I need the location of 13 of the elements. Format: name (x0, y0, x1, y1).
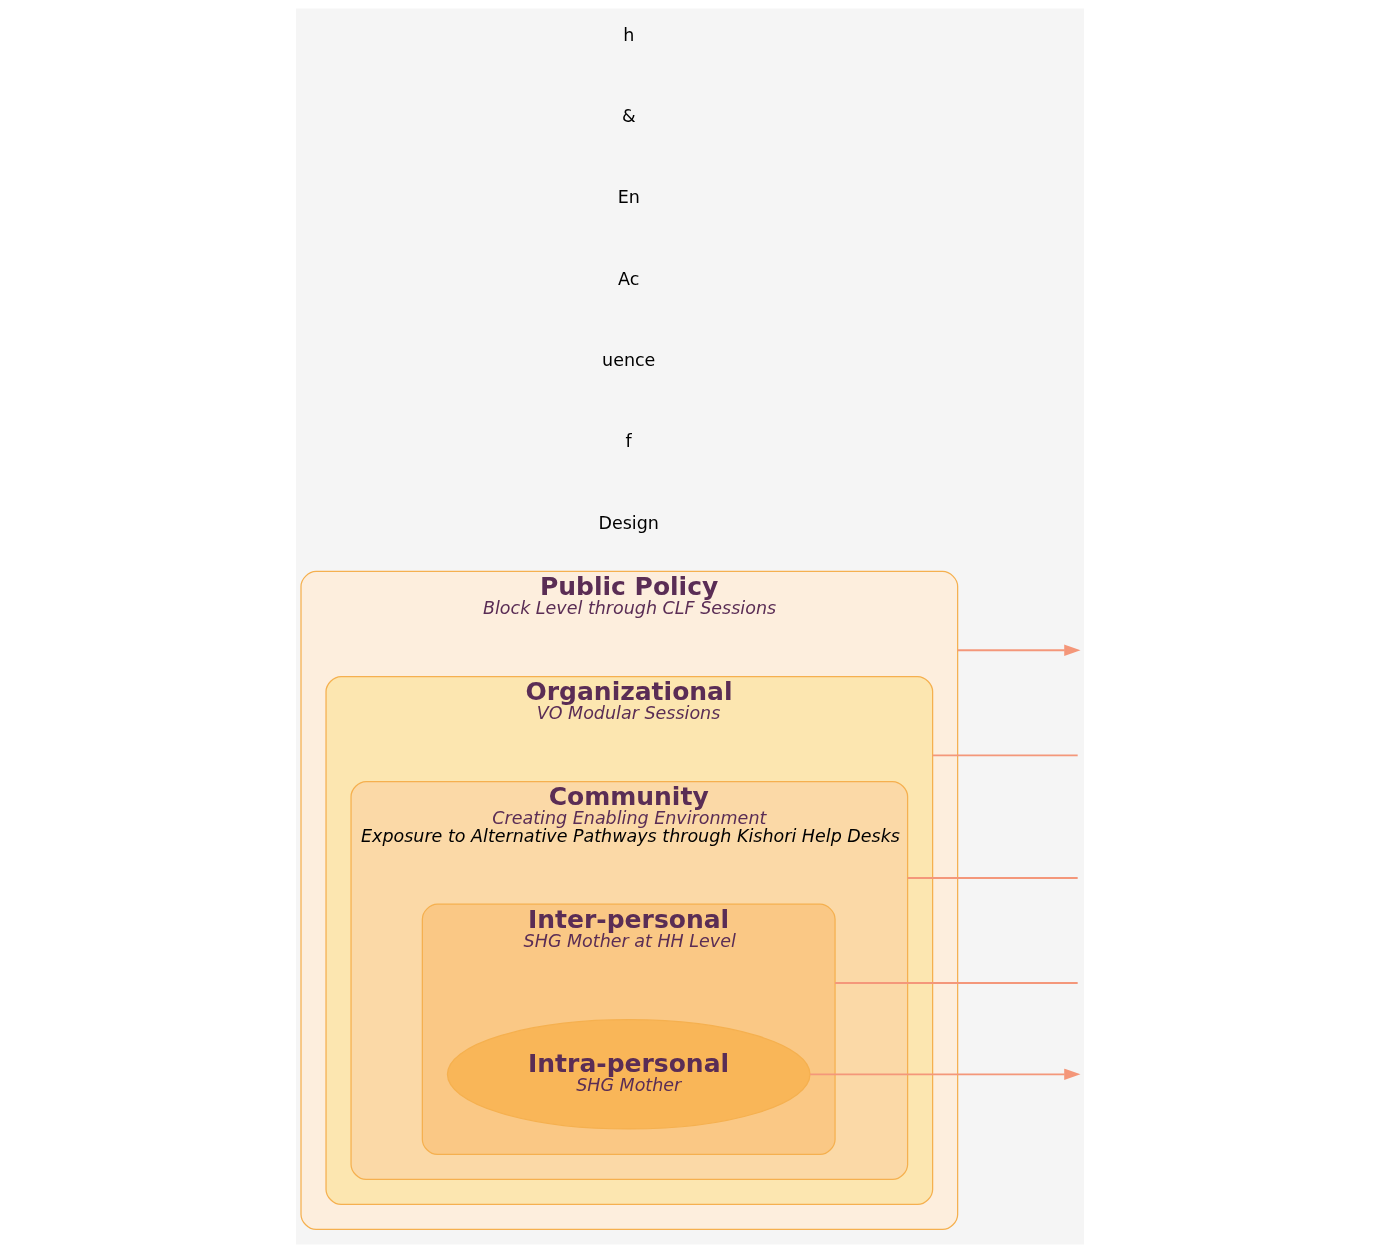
label: Design (598, 512, 659, 533)
arrow (808, 1068, 1080, 1081)
connector (906, 877, 1079, 879)
node-ellipse: Intra-personal SHG Mother (446, 1019, 811, 1130)
label: h (622, 24, 634, 45)
label: En (617, 187, 640, 208)
label: f (625, 431, 632, 452)
arrow (956, 644, 1080, 656)
label: & (621, 105, 636, 126)
connector (931, 754, 1079, 757)
connector (833, 982, 1079, 984)
label: uence (601, 349, 655, 370)
label: Ac (617, 268, 639, 289)
